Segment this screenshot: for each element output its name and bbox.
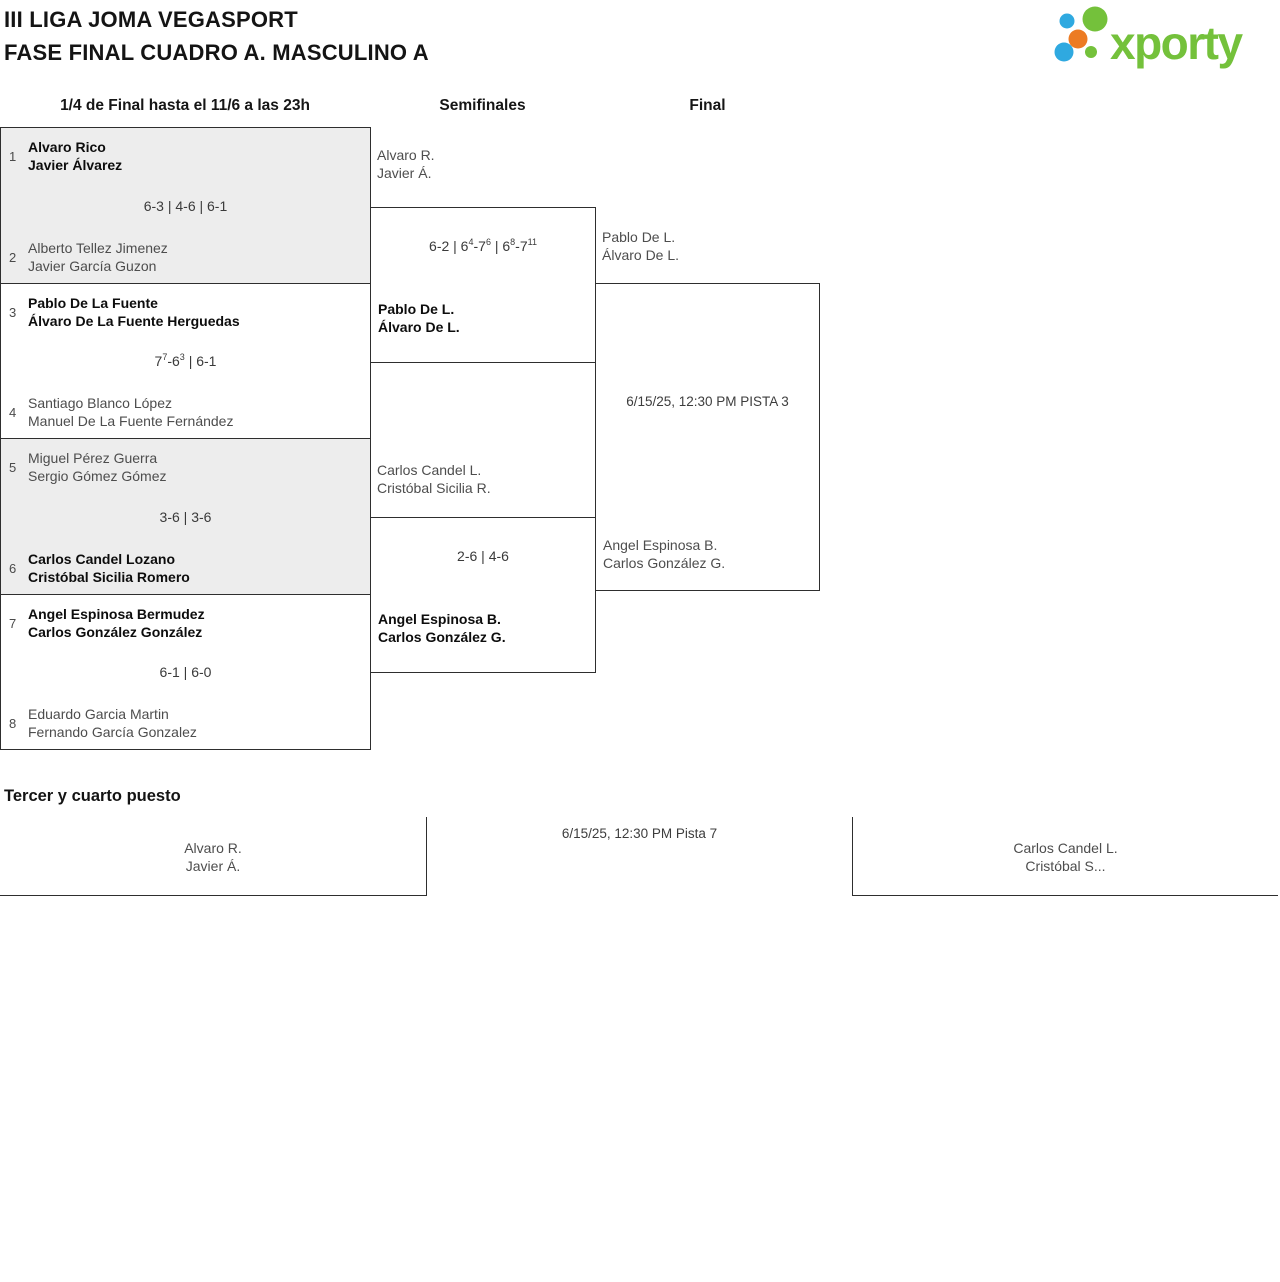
final-top-team-label: Pablo De L. Álvaro De L. xyxy=(602,228,679,264)
third-place-heading: Tercer y cuarto puesto xyxy=(4,787,181,805)
player-name: Javier Álvarez xyxy=(28,157,123,173)
third-place-left-team: Alvaro R. Javier Á. xyxy=(0,817,426,875)
qf-match-3[interactable]: 5 Miguel Pérez Guerra Sergio Gómez Gómez… xyxy=(0,438,371,595)
player-name: Miguel Pérez Guerra xyxy=(28,450,158,466)
player-name: Carlos Candel L. xyxy=(1013,840,1118,856)
team-names: Santiago Blanco López Manuel De La Fuent… xyxy=(28,394,233,430)
team-names: Alvaro Rico Javier Álvarez xyxy=(28,138,122,174)
sf2-top-team-label: Carlos Candel L. Cristóbal Sicilia R. xyxy=(377,461,491,497)
player-name: Manuel De La Fuente Fernández xyxy=(28,413,234,429)
player-name: Fernando García Gonzalez xyxy=(28,724,197,740)
player-name: Alvaro Rico xyxy=(28,139,106,155)
player-name: Carlos González González xyxy=(28,624,203,640)
third-place-schedule: 6/15/25, 12:30 PM Pista 7 xyxy=(561,826,718,841)
player-name: Pablo De La Fuente xyxy=(28,295,158,311)
qf3-top-slot: 5 Miguel Pérez Guerra Sergio Gómez Gómez xyxy=(9,449,167,485)
team-names: Angel Espinosa Bermudez Carlos González … xyxy=(28,605,205,641)
seed-number: 2 xyxy=(9,249,17,265)
round-header-quarterfinals: 1/4 de Final hasta el 11/6 a las 23h xyxy=(60,97,310,114)
player-name: Alvaro R. xyxy=(377,147,435,163)
third-place-right-slot[interactable]: Carlos Candel L. Cristóbal S... xyxy=(852,817,1278,896)
xporty-logo-text: xporty xyxy=(1110,17,1244,69)
player-name: Álvaro De L. xyxy=(378,319,460,335)
qf2-bottom-slot: 4 Santiago Blanco López Manuel De La Fue… xyxy=(9,394,233,430)
player-name: Javier Á. xyxy=(185,858,241,874)
xporty-logo-icon: xporty xyxy=(1054,6,1245,69)
team-names: Miguel Pérez Guerra Sergio Gómez Gómez xyxy=(28,449,167,485)
sf-match-1[interactable]: 6-2 | 64-76 | 68-711 Pablo De L. Álvaro … xyxy=(370,207,596,363)
team-names: Carlos Candel Lozano Cristóbal Sicilia R… xyxy=(28,550,190,586)
qf4-top-slot: 7 Angel Espinosa Bermudez Carlos Gonzále… xyxy=(9,605,205,641)
player-name: Eduardo Garcia Martin xyxy=(28,706,169,722)
qf3-bottom-slot: 6 Carlos Candel Lozano Cristóbal Sicilia… xyxy=(9,550,190,586)
match-score: 6-3 | 4-6 | 6-1 xyxy=(143,197,228,214)
third-place-left-slot[interactable]: Alvaro R. Javier Á. xyxy=(0,817,427,896)
player-name: Carlos Candel L. xyxy=(377,462,482,478)
team-names: Eduardo Garcia Martin Fernando García Go… xyxy=(28,705,197,741)
player-name: Javier Á. xyxy=(377,165,432,181)
seed-number: 4 xyxy=(9,404,17,420)
page-title: III LIGA JOMA VEGASPORT FASE FINAL CUADR… xyxy=(4,3,429,69)
player-name: Álvaro De La Fuente Herguedas xyxy=(28,313,240,329)
sf-match-2[interactable]: 2-6 | 4-6 Angel Espinosa B. Carlos Gonzá… xyxy=(370,517,596,673)
qf1-top-slot: 1 Alvaro Rico Javier Álvarez xyxy=(9,138,122,174)
final-match[interactable]: 6/15/25, 12:30 PM PISTA 3 Angel Espinosa… xyxy=(595,283,820,591)
page-title-line2: FASE FINAL CUADRO A. MASCULINO A xyxy=(4,40,429,65)
sf2-winner-label: Angel Espinosa B. Carlos González G. xyxy=(378,610,506,646)
match-score: 2-6 | 4-6 xyxy=(457,548,509,564)
player-name: Carlos González G. xyxy=(603,555,726,571)
player-name: Cristóbal Sicilia R. xyxy=(377,480,491,496)
final-bottom-team-label: Angel Espinosa B. Carlos González G. xyxy=(603,536,725,572)
sf1-top-team-label: Alvaro R. Javier Á. xyxy=(377,146,435,182)
seed-number: 6 xyxy=(9,560,17,576)
player-name: Alvaro R. xyxy=(184,840,242,856)
qf-match-4[interactable]: 7 Angel Espinosa Bermudez Carlos Gonzále… xyxy=(0,594,371,750)
match-score: 6-1 | 6-0 xyxy=(159,664,212,680)
qf1-bottom-slot: 2 Alberto Tellez Jimenez Javier García G… xyxy=(9,239,168,275)
seed-number: 7 xyxy=(9,615,17,631)
player-name: Alberto Tellez Jimenez xyxy=(28,240,168,256)
match-score: 77-63 | 6-1 xyxy=(154,352,217,370)
seed-number: 8 xyxy=(9,715,17,731)
seed-number: 5 xyxy=(9,459,17,475)
player-name: Pablo De L. xyxy=(378,301,455,317)
sf1-winner-label: Pablo De L. Álvaro De L. xyxy=(378,300,460,336)
player-name: Angel Espinosa B. xyxy=(603,537,718,553)
round-header-final: Final xyxy=(689,97,726,114)
team-names: Pablo De La Fuente Álvaro De La Fuente H… xyxy=(28,294,240,330)
player-name: Angel Espinosa Bermudez xyxy=(28,606,205,622)
qf-match-1[interactable]: 1 Alvaro Rico Javier Álvarez 6-3 | 4-6 |… xyxy=(0,127,371,284)
match-score: 3-6 | 3-6 xyxy=(159,508,212,525)
team-names: Alberto Tellez Jimenez Javier García Guz… xyxy=(28,239,168,275)
xporty-logo[interactable]: xporty xyxy=(1048,2,1278,74)
player-name: Sergio Gómez Gómez xyxy=(28,468,167,484)
page-title-line1: III LIGA JOMA VEGASPORT xyxy=(4,7,298,32)
match-score: 6-2 | 64-76 | 68-711 xyxy=(429,237,537,255)
third-place-right-team: Carlos Candel L. Cristóbal S... xyxy=(853,817,1278,875)
seed-number: 1 xyxy=(9,148,17,164)
player-name: Cristóbal Sicilia Romero xyxy=(28,569,190,585)
round-header-semifinals: Semifinales xyxy=(439,97,526,114)
seed-number: 3 xyxy=(9,304,17,320)
qf2-top-slot: 3 Pablo De La Fuente Álvaro De La Fuente… xyxy=(9,294,240,330)
qf-match-2[interactable]: 3 Pablo De La Fuente Álvaro De La Fuente… xyxy=(0,283,371,439)
player-name: Álvaro De L. xyxy=(602,247,680,263)
player-name: Santiago Blanco López xyxy=(28,395,172,411)
player-name: Cristóbal S... xyxy=(1025,858,1106,874)
final-schedule: 6/15/25, 12:30 PM PISTA 3 xyxy=(626,394,789,409)
qf4-bottom-slot: 8 Eduardo Garcia Martin Fernando García … xyxy=(9,705,197,741)
player-name: Javier García Guzon xyxy=(28,258,157,274)
player-name: Angel Espinosa B. xyxy=(378,611,501,627)
player-name: Carlos González G. xyxy=(378,629,506,645)
player-name: Carlos Candel Lozano xyxy=(28,551,176,567)
player-name: Pablo De L. xyxy=(602,229,676,245)
